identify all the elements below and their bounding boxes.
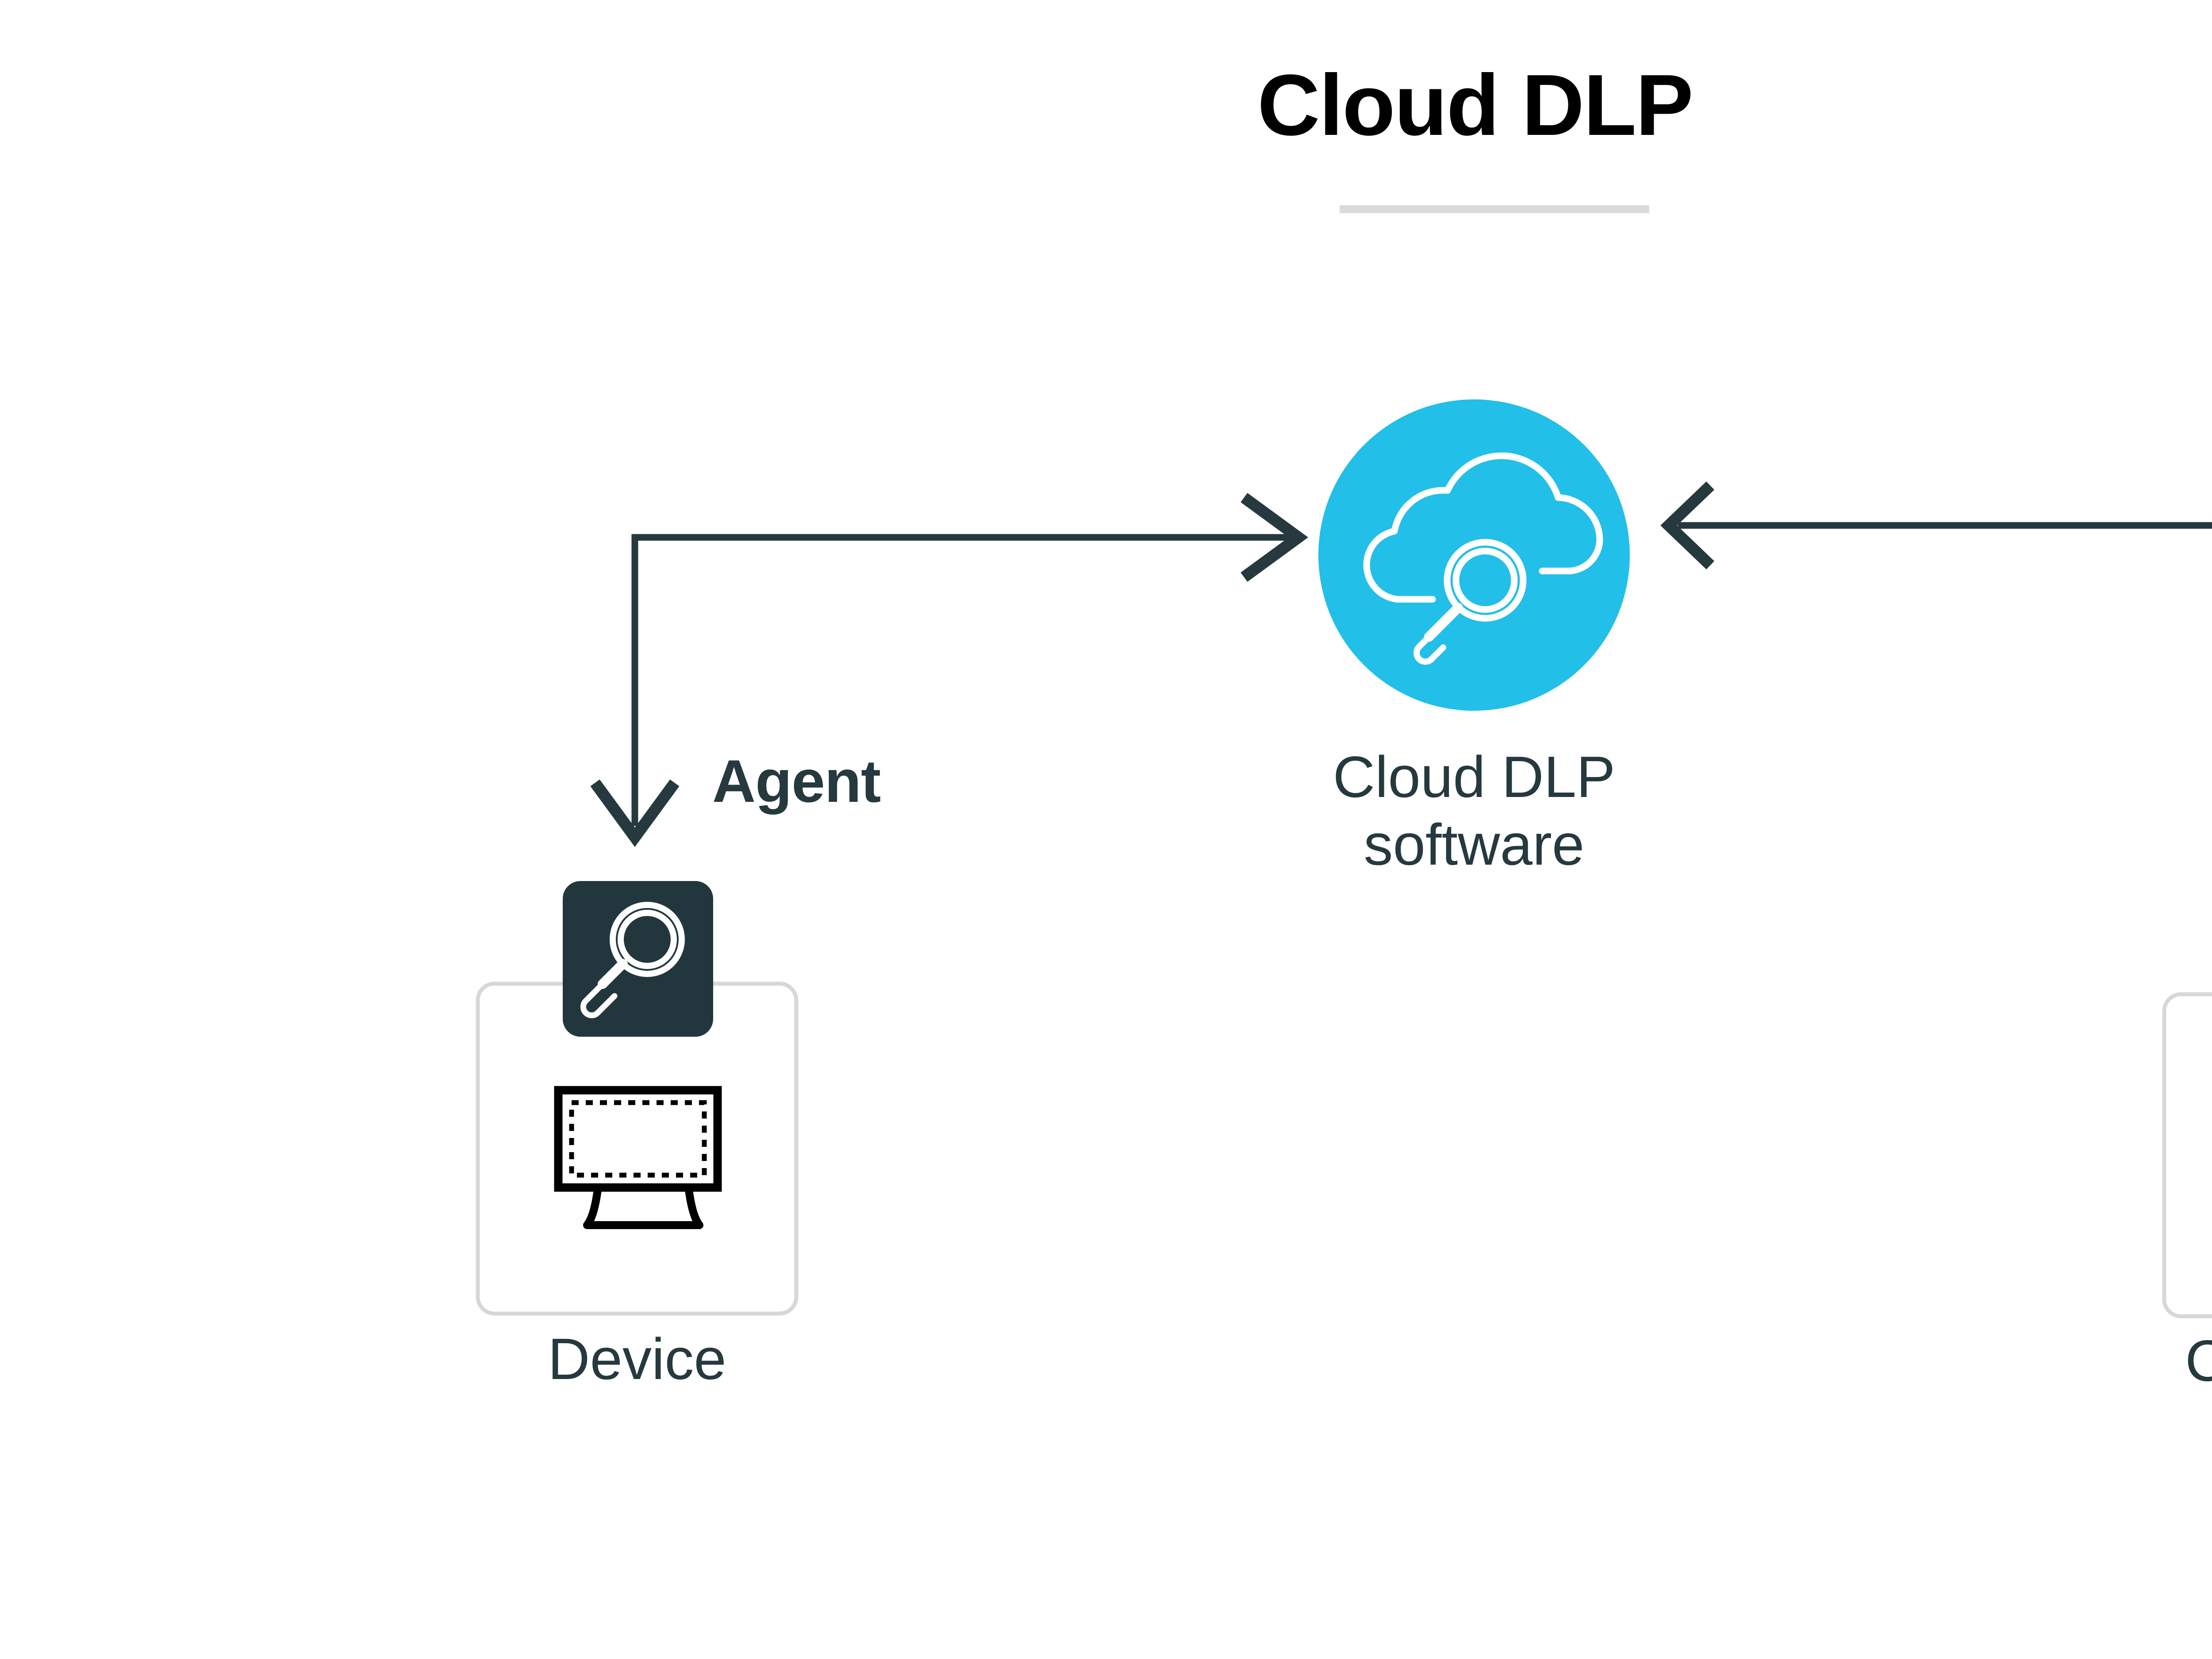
cloud-app-card <box>2162 992 2212 1318</box>
node-cloud-app[interactable] <box>2162 992 2212 1318</box>
label-cloud-app: Cloud app <box>2185 1328 2212 1393</box>
title-divider-rule <box>1340 205 1649 213</box>
connector-cloud-dlp-to-device <box>590 534 680 847</box>
connector-device-to-cloud-dlp <box>631 493 1309 582</box>
page-title: Cloud DLP <box>1257 57 1694 153</box>
connector-cloud-app-to-cloud-dlp <box>1660 481 2212 570</box>
node-cloud-dlp-software[interactable] <box>1318 399 1630 711</box>
badge-agent[interactable] <box>563 881 713 1037</box>
magnifier-icon <box>580 902 685 1019</box>
node-device[interactable] <box>476 881 799 1316</box>
label-cloud-dlp-software: Cloud DLP software <box>1333 744 1616 877</box>
cloud-search-icon <box>1363 452 1603 665</box>
label-agent: Agent <box>712 747 881 815</box>
monitor-icon <box>554 1086 722 1229</box>
label-device: Device <box>548 1326 726 1391</box>
